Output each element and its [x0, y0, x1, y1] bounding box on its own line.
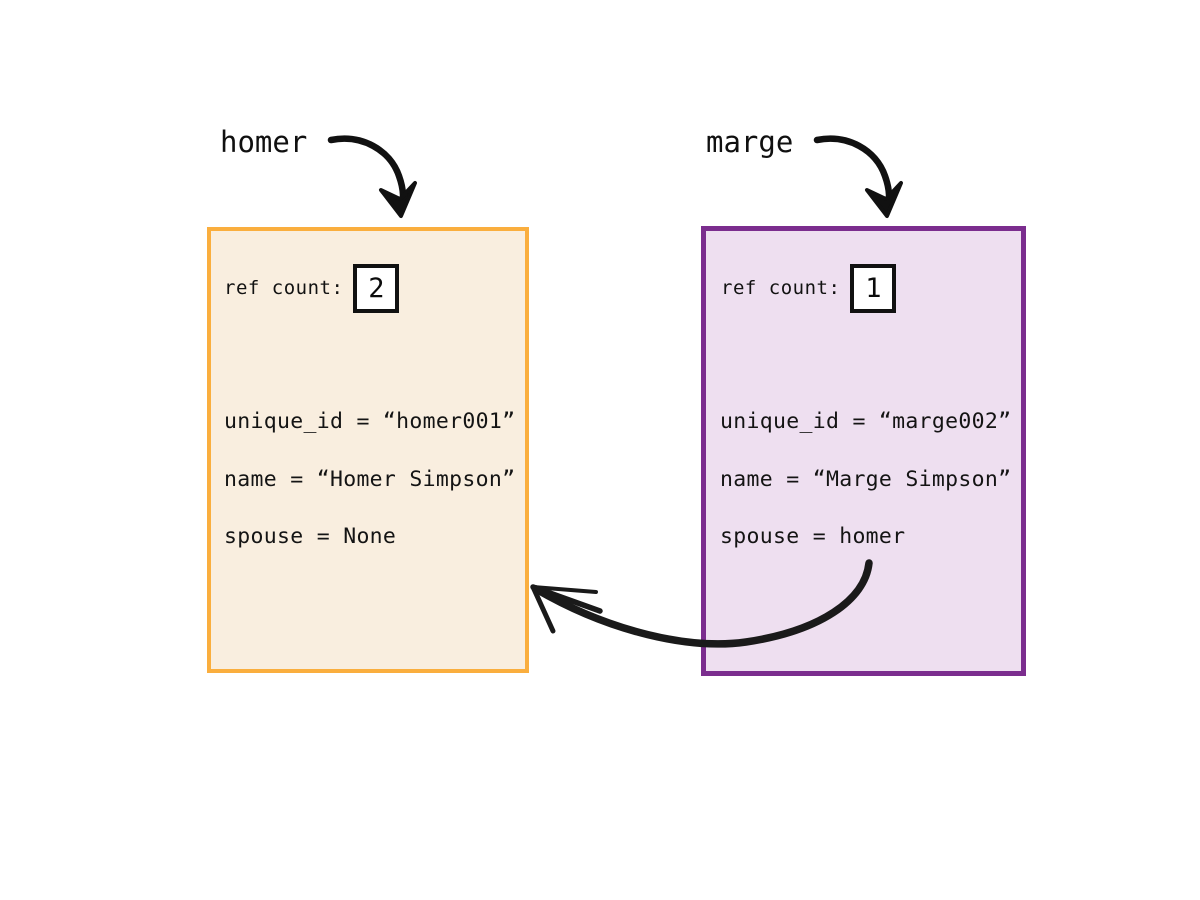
attribute-unique-id: unique_id = “homer001”: [224, 409, 516, 434]
attribute-spouse: spouse = homer: [720, 524, 906, 549]
homer-variable-arrow-icon: [327, 135, 417, 218]
attribute-name: name = “Homer Simpson”: [224, 466, 516, 492]
object-box-homer: ref count: 2 unique_id = “homer001” name…: [207, 227, 529, 673]
attribute-list-marge: unique_id = “marge002” name = “Marge Sim…: [720, 411, 1011, 548]
refcount-label: ref count:: [721, 277, 841, 299]
attribute-spouse: spouse = None: [224, 524, 397, 549]
refcount-value-homer: 2: [353, 264, 400, 313]
marge-variable-arrow-icon: [813, 135, 903, 218]
attribute-name: name = “Marge Simpson”: [720, 466, 1012, 492]
refcount-label: ref count:: [224, 277, 344, 299]
variable-label-homer: homer: [220, 125, 308, 159]
attribute-list-homer: unique_id = “homer001” name = “Homer Sim…: [224, 411, 515, 548]
refcount-value-marge: 1: [850, 264, 897, 313]
object-box-marge: ref count: 1 unique_id = “marge002” name…: [701, 226, 1026, 676]
refcount-row-homer: ref count: 2: [224, 264, 400, 313]
variable-label-marge: marge: [706, 125, 794, 159]
refcount-row-marge: ref count: 1: [721, 264, 897, 313]
attribute-unique-id: unique_id = “marge002”: [720, 409, 1012, 434]
